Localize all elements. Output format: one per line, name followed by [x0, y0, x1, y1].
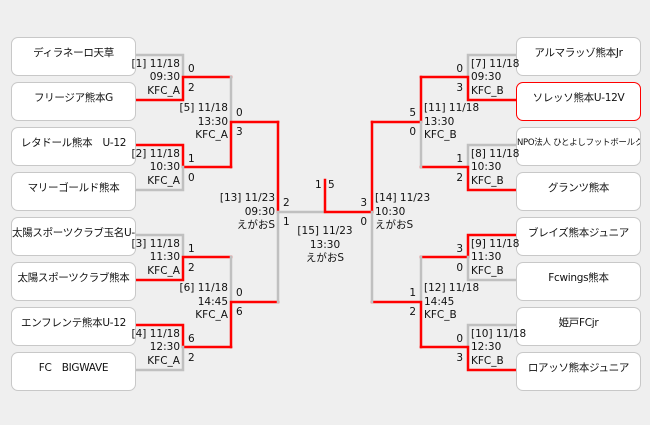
match-time: 14:45 — [424, 295, 455, 308]
team-box-right[interactable]: NPO法人 ひとよしフットボールクラブ — [516, 127, 641, 166]
match-time: 09:30 — [471, 71, 502, 83]
match-score: 1 — [409, 287, 416, 299]
match-venue: KFC_A — [147, 264, 180, 277]
match-venue: KFC_A — [147, 84, 180, 97]
match-time: 10:30 — [375, 205, 406, 218]
match-score: 0 — [456, 261, 463, 274]
match-time: 13:30 — [424, 115, 455, 128]
final-score: 5 — [328, 179, 335, 191]
match-score: 1 — [188, 242, 195, 255]
team-box-left[interactable]: フリージア熊本G — [11, 82, 136, 121]
match-time: 13:30 — [197, 115, 228, 128]
team-box-right[interactable]: 姫戸FCjr — [516, 307, 641, 346]
match-time: 11:30 — [149, 251, 180, 263]
match-label: [14] 11/23 — [375, 192, 431, 204]
match-label: [8] 11/18 — [471, 147, 520, 160]
team-box-left[interactable]: ディラネーロ天草 — [11, 37, 136, 76]
match-score: 0 — [456, 62, 463, 75]
match-time: 09:30 — [244, 205, 275, 218]
match-score: 0 — [409, 126, 416, 138]
match-venue: KFC_B — [424, 129, 457, 141]
match-venue: KFC_A — [195, 309, 228, 321]
match-score: 3 — [360, 197, 367, 209]
team-box-right[interactable]: Fcwings熊本 — [516, 262, 641, 301]
match-venue: KFC_A — [147, 174, 180, 187]
match-label: [1] 11/18 — [131, 57, 180, 70]
match-score: 0 — [236, 107, 243, 119]
match-score: 2 — [409, 306, 416, 318]
final-match-time: 13:30 — [309, 238, 341, 251]
final-match-venue: えがおS — [305, 252, 345, 264]
match-label: [10] 11/18 — [471, 327, 527, 340]
match-venue: えがおS — [375, 219, 414, 231]
match-score: 2 — [188, 351, 195, 364]
match-time: 09:30 — [149, 71, 180, 83]
team-box-left[interactable]: エンフレンテ熊本U-12 — [11, 307, 136, 346]
match-venue: KFC_A — [147, 354, 180, 367]
match-label: [2] 11/18 — [131, 147, 180, 160]
match-venue: KFC_B — [471, 354, 504, 367]
match-score: 6 — [188, 332, 195, 345]
match-label: [12] 11/18 — [424, 282, 480, 294]
match-label: [7] 11/18 — [471, 57, 520, 70]
match-score: 3 — [456, 242, 463, 255]
match-score: 1 — [283, 216, 290, 228]
final-score: 1 — [315, 179, 322, 191]
team-box-right[interactable]: グランツ熊本 — [516, 172, 641, 211]
match-score: 1 — [456, 152, 463, 165]
team-box-left[interactable]: マリーゴールド熊本 — [11, 172, 136, 211]
match-time: 10:30 — [149, 161, 180, 173]
match-score: 3 — [456, 351, 463, 364]
match-score: 0 — [188, 171, 195, 184]
match-score: 0 — [236, 287, 243, 299]
match-label: [5] 11/18 — [179, 102, 228, 114]
match-venue: KFC_B — [424, 309, 457, 321]
match-venue: KFC_A — [195, 129, 228, 141]
team-box-left[interactable]: 太陽スポーツクラブ玉名U-12 — [11, 217, 136, 256]
match-venue: KFC_B — [471, 264, 504, 277]
team-box-right[interactable]: アルマラッゾ熊本Jr — [516, 37, 641, 76]
match-score: 0 — [188, 62, 195, 75]
match-score: 2 — [456, 171, 463, 184]
team-box-right[interactable]: ソレッソ熊本U-12V — [516, 82, 641, 121]
match-label: [4] 11/18 — [131, 327, 180, 340]
match-venue: えがおS — [236, 219, 275, 231]
final-match-label: [15] 11/23 — [297, 225, 353, 237]
match-score: 3 — [236, 126, 243, 138]
match-time: 11:30 — [471, 251, 502, 263]
match-label: [3] 11/18 — [131, 237, 180, 250]
match-score: 5 — [409, 107, 416, 119]
match-venue: KFC_B — [471, 84, 504, 97]
match-time: 14:45 — [197, 295, 228, 308]
match-score: 3 — [456, 81, 463, 94]
match-score: 2 — [188, 81, 195, 94]
match-score: 6 — [236, 306, 243, 318]
match-label: [11] 11/18 — [424, 102, 480, 114]
team-box-left[interactable]: 太陽スポーツクラブ熊本 — [11, 262, 136, 301]
match-label: [9] 11/18 — [471, 237, 520, 250]
match-label: [6] 11/18 — [179, 282, 228, 294]
match-score: 0 — [360, 216, 367, 228]
team-box-right[interactable]: ブレイズ熊本ジュニア — [516, 217, 641, 256]
team-box-left[interactable]: レタドール熊本 U-12 — [11, 127, 136, 166]
match-score: 2 — [188, 261, 195, 274]
match-venue: KFC_B — [471, 174, 504, 187]
match-time: 12:30 — [471, 341, 502, 353]
match-score: 2 — [283, 197, 290, 209]
match-time: 12:30 — [149, 341, 180, 353]
match-time: 10:30 — [471, 161, 502, 173]
match-score: 0 — [456, 332, 463, 345]
match-score: 1 — [188, 152, 195, 165]
team-box-right[interactable]: ロアッソ熊本ジュニア — [516, 352, 641, 391]
team-box-left[interactable]: FC BIGWAVE — [11, 352, 136, 391]
match-label: [13] 11/23 — [219, 192, 275, 204]
